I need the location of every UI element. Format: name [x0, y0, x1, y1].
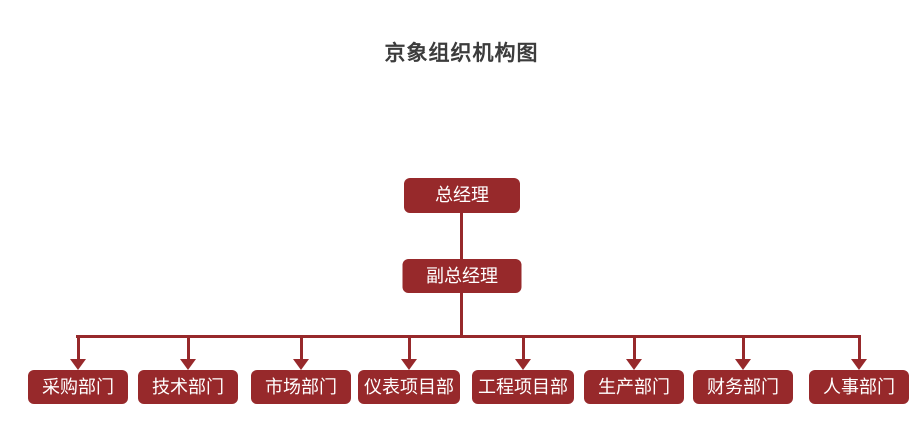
arrow-down-icon — [626, 359, 642, 370]
connector-line — [521, 335, 525, 359]
branch-purchasing: 采购部门 — [28, 335, 128, 404]
connector-line — [407, 335, 411, 359]
connector-line-root-deputy — [460, 212, 463, 260]
arrow-down-icon — [70, 359, 86, 370]
node-general-manager: 总经理 — [404, 178, 520, 213]
node-department-production: 生产部门 — [584, 370, 684, 404]
connector-line — [857, 335, 861, 359]
connector-line — [299, 335, 303, 359]
connector-line — [76, 335, 80, 359]
node-department-purchasing: 采购部门 — [28, 370, 128, 404]
node-deputy-general-manager: 副总经理 — [402, 259, 522, 293]
node-department-technology: 技术部门 — [138, 370, 238, 404]
connector-line — [741, 335, 745, 359]
node-department-instrument-project: 仪表项目部 — [358, 370, 460, 404]
arrow-down-icon — [851, 359, 867, 370]
branch-engineering-project: 工程项目部 — [472, 335, 574, 404]
connector-line — [632, 335, 636, 359]
branch-hr: 人事部门 — [809, 335, 909, 404]
page-title: 京象组织机构图 — [384, 42, 539, 65]
connector-line-deputy-bus — [460, 292, 463, 336]
branch-production: 生产部门 — [584, 335, 684, 404]
branch-finance: 财务部门 — [693, 335, 793, 404]
node-department-finance: 财务部门 — [693, 370, 793, 404]
node-department-hr: 人事部门 — [809, 370, 909, 404]
arrow-down-icon — [515, 359, 531, 370]
arrow-down-icon — [735, 359, 751, 370]
node-department-marketing: 市场部门 — [251, 370, 351, 404]
arrow-down-icon — [180, 359, 196, 370]
connector-bus-line — [76, 335, 861, 338]
connector-line — [186, 335, 190, 359]
arrow-down-icon — [293, 359, 309, 370]
arrow-down-icon — [401, 359, 417, 370]
branch-technology: 技术部门 — [138, 335, 238, 404]
branch-marketing: 市场部门 — [251, 335, 351, 404]
branch-instrument-project: 仪表项目部 — [358, 335, 460, 404]
node-department-engineering-project: 工程项目部 — [472, 370, 574, 404]
